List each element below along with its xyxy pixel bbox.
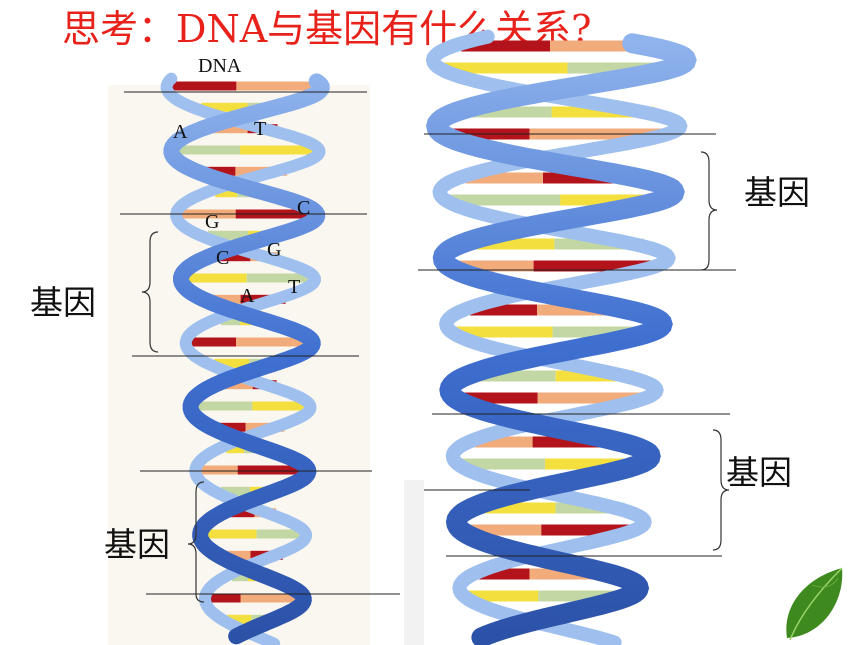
left-back-strand bbox=[160, 72, 326, 645]
left-base-half bbox=[204, 166, 236, 176]
base-t-2: T bbox=[288, 276, 301, 298]
base-a-2: A bbox=[240, 285, 255, 307]
base-g-2: G bbox=[267, 239, 282, 261]
right-base-half bbox=[560, 194, 666, 206]
right-front-strand bbox=[426, 33, 697, 645]
base-c-2: C bbox=[216, 247, 230, 269]
left-base-half bbox=[211, 294, 241, 304]
left-base-half bbox=[215, 188, 238, 198]
left-base-half bbox=[214, 358, 250, 368]
gene-braces bbox=[141, 151, 730, 603]
left-base-half bbox=[220, 316, 241, 326]
left-lower-brace bbox=[187, 481, 205, 603]
right-base-half bbox=[551, 106, 654, 118]
left-base-half bbox=[218, 252, 251, 262]
left-base-half bbox=[256, 529, 306, 539]
right-base-half bbox=[567, 62, 678, 74]
right-upper-brace bbox=[700, 151, 718, 271]
left-base-half bbox=[240, 145, 320, 155]
left-base-half bbox=[223, 380, 253, 390]
dna-label: DNA bbox=[198, 55, 242, 77]
right-paper-edge bbox=[404, 480, 424, 645]
right-gene-separators bbox=[418, 133, 736, 557]
left-base-half bbox=[229, 508, 255, 518]
left-base-half bbox=[212, 124, 248, 134]
right-lower-brace bbox=[712, 429, 730, 551]
right-base-half bbox=[467, 238, 555, 250]
right-base-half bbox=[472, 370, 556, 382]
left-base-half bbox=[221, 486, 251, 496]
left-base-half bbox=[185, 337, 237, 347]
right-base-half bbox=[550, 40, 659, 52]
right-base-half bbox=[461, 40, 550, 52]
right-base-half bbox=[456, 392, 538, 404]
left-base-half bbox=[224, 550, 251, 560]
left-base-half bbox=[201, 102, 248, 112]
left-front-strand bbox=[163, 73, 330, 645]
left-base-half bbox=[246, 273, 315, 283]
right-base-half bbox=[537, 392, 650, 404]
left-base-half bbox=[240, 593, 304, 603]
right-base-half bbox=[447, 194, 561, 206]
left-gene-label-1: 基因 bbox=[30, 283, 96, 322]
right-base-half bbox=[552, 326, 655, 338]
left-base-half bbox=[232, 572, 248, 582]
left-base-half bbox=[190, 401, 253, 411]
right-base-half bbox=[533, 260, 661, 272]
left-base-half bbox=[217, 422, 246, 432]
left-base-half bbox=[171, 145, 241, 155]
right-base-half bbox=[459, 458, 546, 470]
base-a-1: A bbox=[173, 121, 188, 143]
left-base-half bbox=[195, 465, 238, 475]
right-gene-label-1: 基因 bbox=[744, 173, 810, 212]
left-base-half bbox=[205, 593, 241, 603]
right-base-half bbox=[541, 524, 638, 536]
right-base-half bbox=[463, 106, 552, 118]
right-base-half bbox=[453, 326, 553, 338]
right-base-half bbox=[450, 260, 534, 272]
right-base-half bbox=[479, 568, 530, 580]
right-back-strand bbox=[425, 29, 688, 645]
left-gene-separators bbox=[120, 91, 400, 595]
left-gene-label-2: 基因 bbox=[104, 525, 170, 564]
left-base-half bbox=[181, 273, 247, 283]
right-base-half bbox=[470, 304, 538, 316]
left-base-half bbox=[207, 230, 249, 240]
left-base-half bbox=[237, 465, 309, 475]
left-base-half bbox=[200, 529, 257, 539]
right-base-half bbox=[476, 502, 556, 514]
left-base-half bbox=[226, 444, 245, 454]
right-base-half bbox=[538, 590, 633, 602]
right-base-half bbox=[462, 524, 542, 536]
left-base-half bbox=[236, 81, 322, 91]
right-gene-label-2: 基因 bbox=[726, 453, 792, 492]
left-base-half bbox=[236, 337, 313, 347]
leaf-icon bbox=[786, 567, 843, 641]
right-dna-helix bbox=[425, 29, 697, 645]
right-base-half bbox=[465, 590, 539, 602]
right-base-half bbox=[465, 172, 543, 184]
right-base-half bbox=[474, 436, 533, 448]
left-dna-helix bbox=[160, 72, 330, 645]
left-base-half bbox=[252, 401, 311, 411]
left-upper-brace bbox=[141, 231, 159, 353]
right-base-half bbox=[545, 458, 644, 470]
left-base-half bbox=[166, 81, 237, 91]
base-c-1: C bbox=[297, 197, 311, 219]
left-base-half bbox=[227, 614, 252, 624]
base-g-1: G bbox=[205, 211, 220, 233]
right-base-half bbox=[441, 62, 568, 74]
base-t-1: T bbox=[254, 118, 267, 140]
